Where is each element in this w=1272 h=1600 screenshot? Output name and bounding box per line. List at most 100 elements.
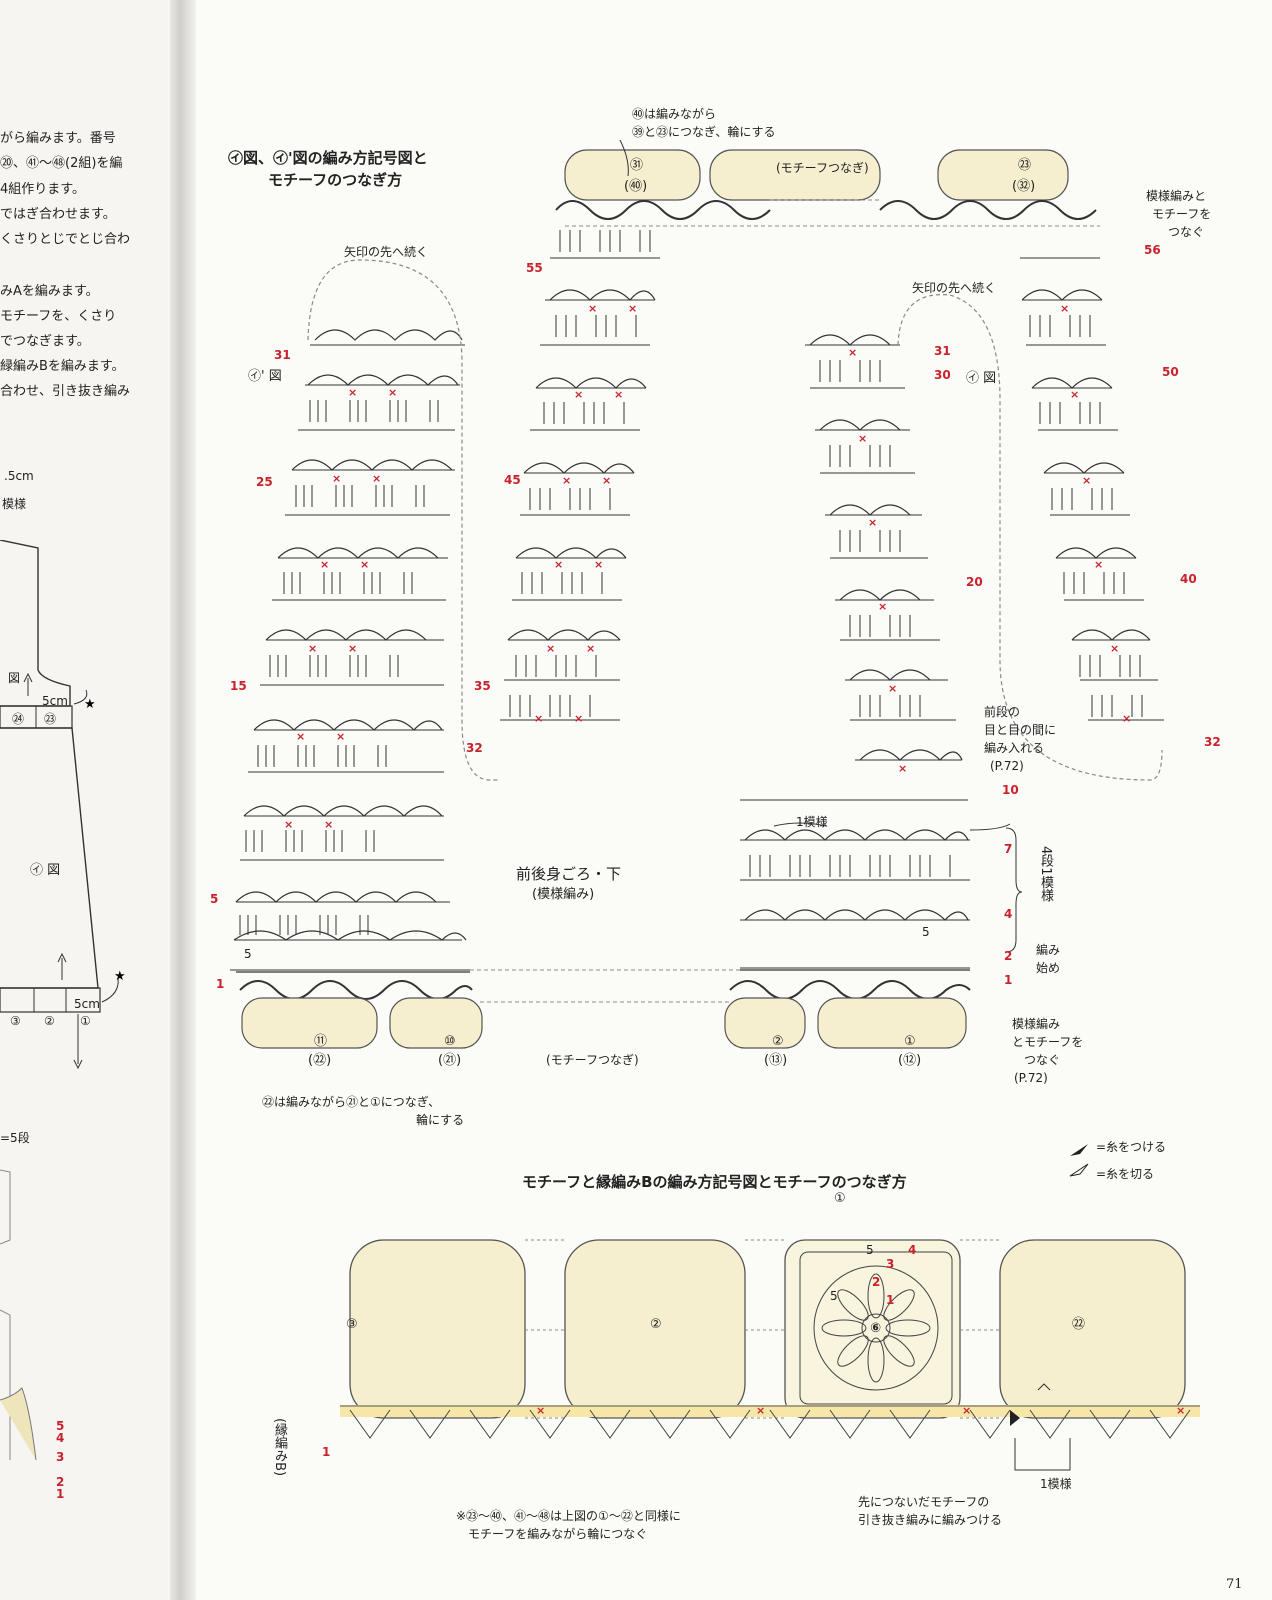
stitch-column-right-center: ×××× ×× (740, 334, 970, 969)
row-number: 5 (210, 892, 219, 906)
left-text-line: ⑳、㊶〜㊽(2組)を編 (0, 156, 123, 171)
svg-text:×: × (546, 642, 555, 655)
svg-text:×: × (1094, 558, 1103, 571)
fig-label: ㋑ 図 (30, 863, 61, 878)
left-text-line: 4組作ります。 (0, 182, 85, 197)
motif-join-top: (モチーフつなぎ) (776, 161, 869, 175)
svg-text:×: × (296, 730, 305, 743)
row-number: 4 (1004, 907, 1013, 921)
left-text-line: 緑編みBを編みます。 (0, 359, 125, 374)
round-label: 3 (886, 1257, 895, 1271)
top-motif-label: ㉛ (630, 158, 644, 173)
bottom-motif-label: (㉑) (438, 1053, 462, 1068)
motif-label: ③ (346, 1317, 358, 1332)
join-bottom-note: とモチーフを (1012, 1035, 1084, 1049)
left-text-line: くさりとじでとじ合わ (0, 232, 131, 247)
top-motif-label: (㊵) (624, 179, 648, 194)
bottom-motif-label: ⑪ (314, 1034, 328, 1049)
svg-text:×: × (284, 818, 293, 831)
svg-text:×: × (858, 432, 867, 445)
row-number: 35 (474, 679, 491, 693)
rows-note: =5段 (0, 1131, 30, 1145)
top-motif-label: ㉓ (1018, 158, 1032, 173)
page-gutter (170, 0, 196, 1600)
start-note: 編み (1036, 943, 1061, 957)
note-bottom: ㉒は編みながら㉑と①につなぎ、 (262, 1095, 441, 1109)
note-left: モチーフを編みながら輪につなぐ (468, 1527, 648, 1541)
svg-text:×: × (868, 516, 877, 529)
svg-text:×: × (1070, 388, 1079, 401)
svg-text:×: × (562, 474, 571, 487)
fig-label-small: 図 (8, 671, 21, 685)
round-label: 5 (866, 1243, 874, 1257)
row-number: 1 (1004, 973, 1013, 987)
section2-title: モチーフと縁編みBの編み方記号図とモチーフのつなぎ方 (522, 1173, 907, 1191)
motif-label: ㉒ (1072, 1317, 1086, 1332)
bottom-motif-label: (⑬) (764, 1053, 788, 1068)
stitch-column-left: ×××× ×××× ×××× (230, 329, 470, 971)
motif-label: ② (44, 1014, 55, 1028)
svg-text:×: × (878, 600, 887, 613)
svg-text:×: × (336, 730, 345, 743)
row-number: 31 (274, 348, 291, 362)
svg-text:×: × (1122, 712, 1131, 725)
svg-text:×: × (888, 682, 897, 695)
svg-text:×: × (388, 386, 397, 399)
edging-row-number: 1 (322, 1445, 331, 1459)
left-text-line: みAを編みます。 (0, 284, 99, 299)
join-bottom-note: 模様編み (1012, 1017, 1061, 1031)
svg-text:★: ★ (114, 969, 126, 984)
svg-text:×: × (320, 558, 329, 571)
svg-text:×: × (1176, 1404, 1185, 1417)
row-number: 7 (1004, 842, 1013, 856)
pattern-label: 模様 (2, 497, 27, 511)
row-number: 5 (56, 1419, 65, 1433)
one-repeat-label: 1模様 (1040, 1477, 1072, 1491)
note-right: 引き抜き編みに編みつける (858, 1513, 1003, 1527)
row-number: 32 (1204, 735, 1221, 749)
motif-label: ③ (10, 1014, 21, 1028)
svg-text:×: × (360, 558, 369, 571)
inner-label: 5 (922, 925, 930, 939)
svg-text:×: × (332, 472, 341, 485)
row-number: 30 (934, 368, 951, 382)
schematic-svg: ★ ★ (0, 540, 126, 1070)
row-number: 45 (504, 473, 521, 487)
dim-label: 5cm (42, 694, 68, 708)
bottom-motif-label: ① (904, 1034, 916, 1049)
start-note: 始め (1036, 961, 1061, 975)
svg-text:×: × (574, 712, 583, 725)
left-text-line: ではぎ合わせます。 (0, 207, 116, 222)
svg-text:×: × (1110, 642, 1119, 655)
dim-label: .5cm (4, 469, 34, 483)
motif-label: ㉔ (12, 712, 25, 726)
row-number: 15 (230, 679, 247, 693)
motif-join-bottom: (モチーフつなぎ) (546, 1053, 639, 1067)
round-label: 1 (886, 1293, 895, 1307)
attach-yarn-icon (1070, 1144, 1088, 1156)
arrow-continue-note: 矢印の先へ続く (912, 281, 997, 295)
stitch-chart-main: × × × × × × × × × × × × 5 × × × × (230, 140, 1164, 1049)
svg-text:×: × (588, 302, 597, 315)
figure-label-i-prime: ㋑' 図 (248, 369, 282, 384)
row-number: 4 (56, 1431, 65, 1445)
legend-attach: =糸をつける (1096, 1140, 1167, 1154)
left-page: がら編みます。番号 ⑳、㊶〜㊽(2組)を編 4組作ります。 ではぎ合わせます。 … (0, 0, 178, 1600)
row-number: 56 (1144, 243, 1161, 257)
cut-yarn-icon (1069, 1163, 1089, 1177)
note-top: ㊵は編みながら (632, 107, 717, 121)
repeat-note: 4段1模様 (1038, 846, 1053, 902)
svg-text:×: × (1060, 302, 1069, 315)
section1-title-line1: ㋑図、㋑'図の編み方記号図と (228, 149, 428, 167)
row-number: 32 (466, 741, 483, 755)
svg-text:×: × (756, 1404, 765, 1417)
section1-title-line2: モチーフのつなぎ方 (268, 171, 403, 189)
note-top: ㊴と㉓につなぎ、輪にする (632, 125, 776, 139)
body-title: 前後身ごろ・下 (516, 865, 622, 883)
motif-label: ㉓ (44, 712, 57, 726)
one-repeat-label: 1模様 (796, 815, 828, 829)
svg-text:×: × (602, 474, 611, 487)
row-number: 31 (934, 344, 951, 358)
page-number: 71 (1226, 1577, 1243, 1592)
motif-edging-chart: ×××× (340, 1239, 1200, 1471)
